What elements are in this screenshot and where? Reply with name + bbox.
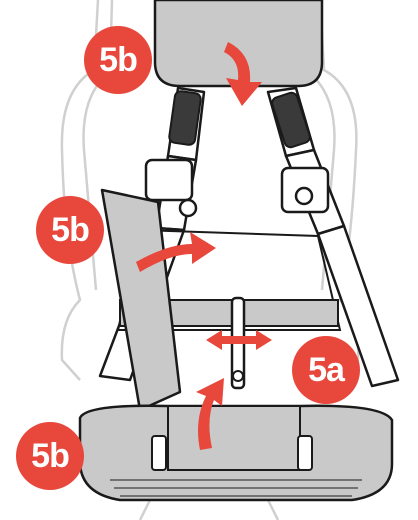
step-badge-bottom: 5b xyxy=(16,422,84,490)
seat-cushion xyxy=(78,404,394,502)
arrow-top-curve xyxy=(224,42,262,106)
harness-buckles xyxy=(144,158,330,218)
step-badge-right: 5a xyxy=(292,336,360,404)
strap-pads xyxy=(168,90,311,149)
step-badge-top: 5b xyxy=(84,26,152,94)
direction-arrows xyxy=(136,42,272,450)
arrow-double-horizontal xyxy=(206,330,272,350)
headrest-panel xyxy=(153,0,324,88)
arrow-middle-curve xyxy=(136,232,216,272)
arrow-lower-curve xyxy=(196,378,224,450)
side-panel-left xyxy=(100,188,182,412)
step-badge-left: 5b xyxy=(36,196,104,264)
